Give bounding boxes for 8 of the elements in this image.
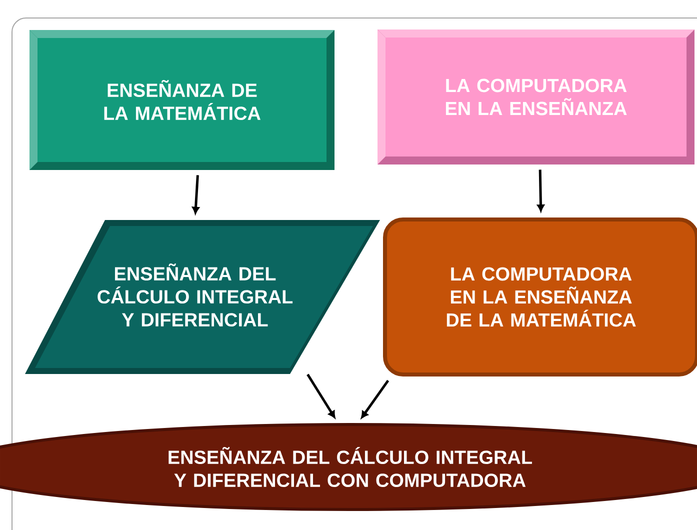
process-box: ENSEÑANZA DE LA MATEMÁTICA — [30, 30, 334, 170]
process-box: LA COMPUTADORA EN LA ENSEÑANZA — [378, 30, 694, 164]
arrow — [361, 380, 390, 418]
arrow — [537, 170, 544, 212]
arrow — [306, 374, 336, 418]
arrow — [192, 175, 200, 214]
rounded-box: LA COMPUTADORA EN LA ENSEÑANZA DE LA MATEMÁTICA — [383, 218, 697, 376]
data-parallelogram: ENSEÑANZA DEL CÁLCULO INTEGRAL Y DIFERENCIAL — [25, 220, 380, 374]
